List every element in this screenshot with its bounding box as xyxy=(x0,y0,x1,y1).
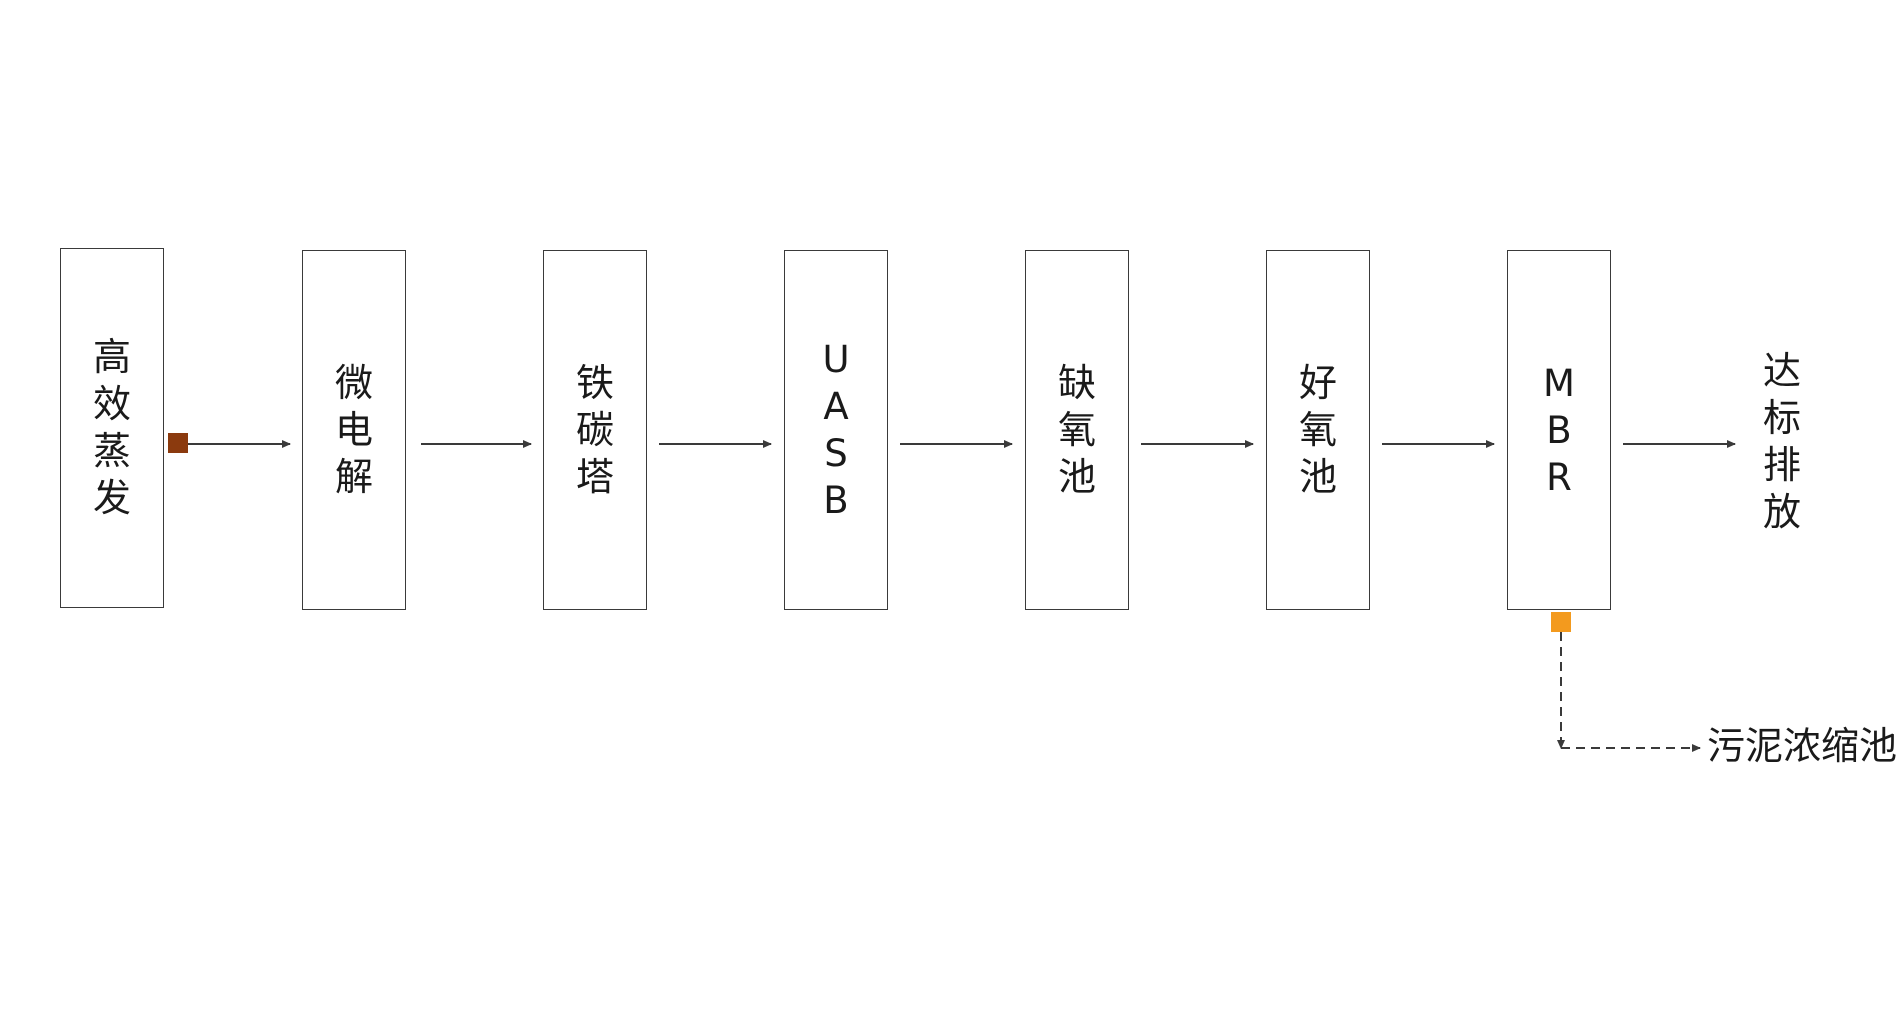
inlet-marker xyxy=(168,433,188,453)
stage-box-evaporation: 高效蒸发 xyxy=(60,248,164,608)
stage-box-micro-electrolysis: 微电解 xyxy=(302,250,406,610)
stage-box-iron-carbon-tower: 铁碳塔 xyxy=(543,250,647,610)
stage-label-uasb: UASB xyxy=(822,338,850,522)
stage-label-iron-carbon-tower: 铁碳塔 xyxy=(575,360,614,499)
sludge-outlet-marker xyxy=(1551,612,1571,632)
stage-label-mbr: MBR xyxy=(1543,361,1575,499)
stage-label-aerobic-tank: 好氧池 xyxy=(1298,360,1337,499)
stage-label-anoxic-tank: 缺氧池 xyxy=(1057,360,1096,499)
stage-label-evaporation: 高效蒸发 xyxy=(92,335,131,520)
sludge-tank-label: 污泥浓缩池 xyxy=(1707,724,1898,768)
stage-box-anoxic-tank: 缺氧池 xyxy=(1025,250,1129,610)
stage-label-micro-electrolysis: 微电解 xyxy=(334,360,373,499)
stage-box-uasb: UASB xyxy=(784,250,888,610)
stage-box-aerobic-tank: 好氧池 xyxy=(1266,250,1370,610)
discharge-label: 达标排放 xyxy=(1762,349,1801,534)
stage-box-mbr: MBR xyxy=(1507,250,1611,610)
